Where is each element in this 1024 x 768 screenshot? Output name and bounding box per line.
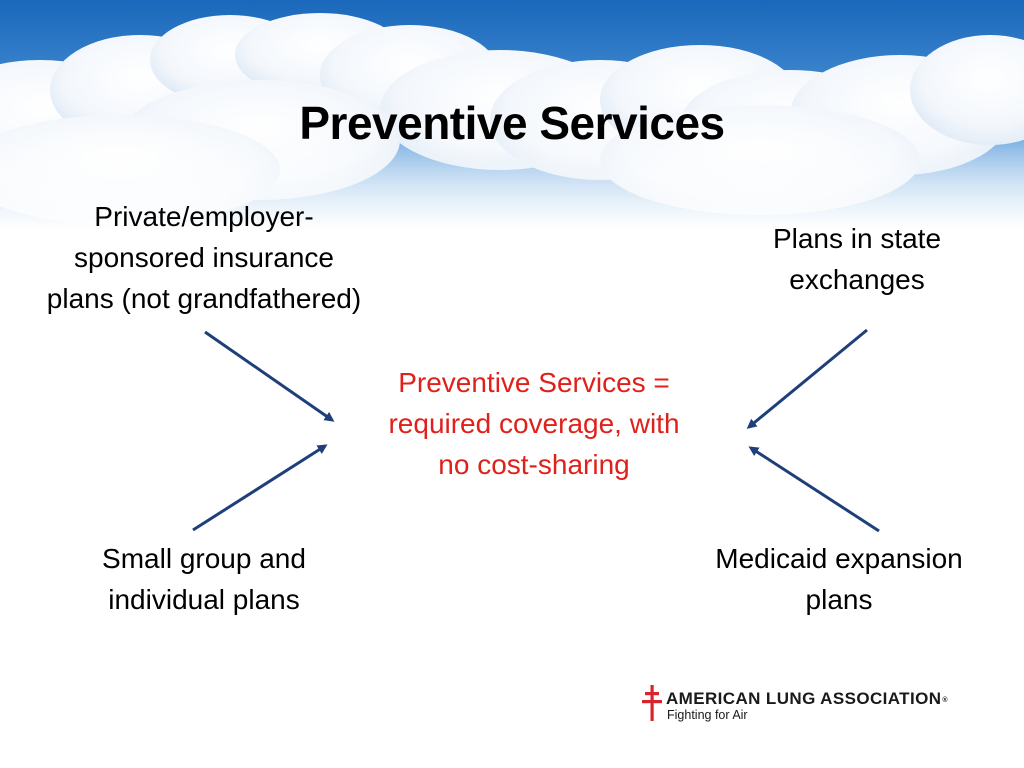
box-line: Private/employer- — [94, 201, 314, 232]
lorraine-cross-icon — [642, 685, 662, 721]
page-title: Preventive Services — [299, 97, 725, 149]
american-lung-association-logo: AMERICAN LUNG ASSOCIATION® Fighting for … — [640, 683, 990, 729]
box-medicaid-expansion-plans: Medicaid expansion plans — [680, 538, 998, 620]
box-line: sponsored insurance — [74, 242, 334, 273]
arrow-top-right — [746, 328, 868, 429]
center-line: required coverage, with — [388, 408, 680, 439]
logo-name: AMERICAN LUNG ASSOCIATION® — [666, 689, 948, 709]
center-line: Preventive Services = — [398, 367, 670, 398]
box-small-group-plans: Small group and individual plans — [50, 538, 358, 620]
registered-mark: ® — [942, 697, 948, 704]
box-line: plans (not grandfathered) — [46, 283, 362, 314]
arrow-bottom-left — [192, 444, 328, 532]
box-line: exchanges — [789, 264, 925, 295]
box-state-exchange-plans: Plans in state exchanges — [738, 218, 976, 300]
sky-cloud-banner — [0, 0, 1024, 230]
center-line: no cost-sharing — [438, 449, 630, 480]
box-line: Plans in state — [772, 223, 942, 254]
logo-tagline: Fighting for Air — [667, 708, 748, 722]
box-line: plans — [805, 584, 873, 615]
box-line: individual plans — [108, 584, 300, 615]
center-statement: Preventive Services = required coverage,… — [340, 362, 728, 485]
logo-name-text: AMERICAN LUNG ASSOCIATION — [666, 689, 942, 708]
arrow-bottom-right — [748, 446, 880, 533]
arrow-top-left — [204, 330, 335, 422]
box-line: Medicaid expansion — [715, 543, 963, 574]
box-private-employer-plans: Private/employer- sponsored insurance pl… — [0, 196, 408, 319]
box-line: Small group and — [102, 543, 306, 574]
